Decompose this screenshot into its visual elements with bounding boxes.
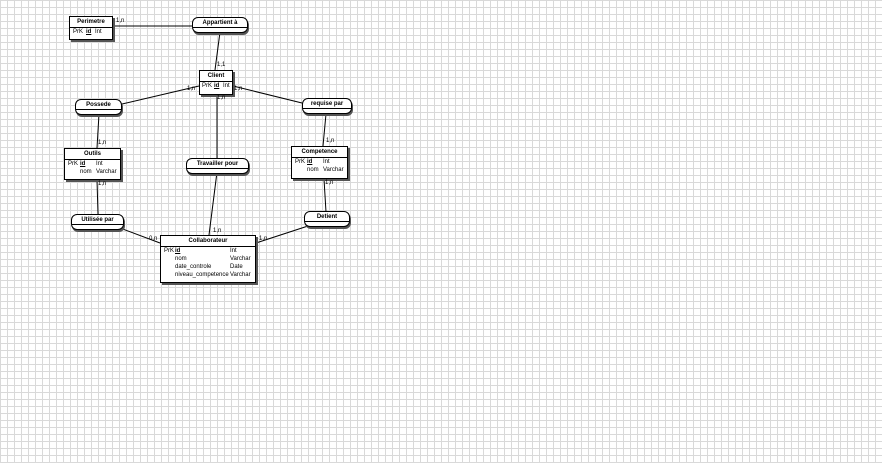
link-requise-competence bbox=[322, 113, 327, 147]
attribute-key: PrK bbox=[68, 161, 79, 167]
link-possede-outils bbox=[96, 113, 100, 149]
attribute-key: PrK bbox=[202, 83, 213, 89]
entity-title: Client bbox=[200, 71, 232, 82]
association-possede[interactable]: Possede bbox=[75, 99, 122, 115]
attribute-name: id bbox=[86, 29, 92, 35]
attribute-row: PrK id Int bbox=[292, 158, 347, 166]
association-divider bbox=[72, 224, 123, 225]
association-label: Detient bbox=[316, 214, 338, 220]
attribute-row: nom Varchar bbox=[161, 255, 255, 263]
cardinality-label: 0,n bbox=[149, 236, 158, 242]
entity-client[interactable]: Client PrK id Int bbox=[199, 70, 233, 95]
entity-collaborateur[interactable]: Collaborateur PrK id Int nom Varchar dat… bbox=[160, 235, 256, 283]
association-requise[interactable]: requise par bbox=[302, 98, 352, 114]
attribute-name: niveau_competence bbox=[175, 272, 229, 278]
cardinality-label: 1,n bbox=[326, 138, 335, 144]
association-label: Appartient à bbox=[202, 20, 238, 26]
attribute-row: PrK id Int bbox=[161, 247, 255, 255]
entity-outils[interactable]: Outils PrK id Int nom Varchar bbox=[64, 148, 121, 180]
attribute-type: Int bbox=[323, 159, 330, 165]
attribute-row: PrK id Int bbox=[65, 160, 120, 168]
entity-competence[interactable]: Competence PrK id Int nom Varchar bbox=[291, 146, 348, 179]
attribute-key: PrK bbox=[164, 248, 175, 254]
cardinality-label: 1,n bbox=[217, 95, 226, 101]
attribute-type: Varchar bbox=[323, 167, 344, 173]
attribute-key: PrK bbox=[73, 29, 84, 35]
association-label: requise par bbox=[310, 101, 344, 107]
attribute-name: date_controle bbox=[175, 264, 212, 270]
cardinality-label: 1,n bbox=[259, 236, 268, 242]
attribute-type: Int bbox=[95, 29, 102, 35]
link-competence-detient bbox=[323, 178, 327, 213]
cardinality-label: 1,n bbox=[213, 228, 222, 234]
entity-title: Collaborateur bbox=[161, 236, 255, 247]
association-travailler[interactable]: Travailler pour bbox=[186, 158, 249, 174]
link-appartient-client bbox=[214, 31, 221, 71]
association-utilisee[interactable]: Utilisée par bbox=[71, 214, 124, 230]
attribute-row: date_controle Date bbox=[161, 263, 255, 271]
attribute-name: id bbox=[214, 83, 220, 89]
link-client-possede bbox=[121, 85, 200, 105]
link-travailler-collab bbox=[208, 171, 218, 236]
attribute-row: nom Varchar bbox=[65, 168, 120, 176]
attribute-type: Int bbox=[223, 83, 230, 89]
attribute-type: Varchar bbox=[230, 256, 251, 262]
attribute-type: Int bbox=[230, 248, 237, 254]
attribute-row: PrK id Int bbox=[200, 82, 232, 90]
attribute-name: nom bbox=[175, 256, 187, 262]
link-detient-collab bbox=[255, 225, 309, 244]
cardinality-label: 1,n bbox=[234, 86, 243, 92]
cardinality-label: 1,1 bbox=[217, 62, 226, 68]
link-outils-utilisee bbox=[96, 179, 99, 215]
attribute-type: Varchar bbox=[96, 169, 117, 175]
link-client-requise bbox=[232, 85, 303, 104]
attribute-key: PrK bbox=[295, 159, 306, 165]
entity-title: Outils bbox=[65, 149, 120, 160]
attribute-type: Int bbox=[96, 161, 103, 167]
cardinality-label: 1,n bbox=[98, 181, 107, 187]
cardinality-label: 1,n bbox=[325, 180, 334, 186]
cardinality-label: 1,n bbox=[116, 18, 125, 24]
link-utilisee-collab bbox=[119, 227, 161, 244]
association-divider bbox=[187, 168, 248, 169]
entity-title: Perimetre bbox=[70, 17, 112, 28]
association-label: Utilisée par bbox=[81, 217, 114, 223]
attribute-type: Varchar bbox=[230, 272, 251, 278]
attribute-name: id bbox=[175, 248, 181, 254]
association-label: Travailler pour bbox=[196, 161, 239, 167]
attribute-name: nom bbox=[80, 169, 92, 175]
association-divider bbox=[193, 27, 247, 28]
attribute-row: niveau_competence Varchar bbox=[161, 271, 255, 279]
association-appartient[interactable]: Appartient à bbox=[192, 17, 248, 33]
association-label: Possede bbox=[86, 102, 111, 108]
cardinality-label: 1,n bbox=[98, 140, 107, 146]
attribute-name: nom bbox=[307, 167, 319, 173]
entity-title: Competence bbox=[292, 147, 347, 158]
association-divider bbox=[303, 108, 351, 109]
association-divider bbox=[305, 221, 349, 222]
attribute-row: nom Varchar bbox=[292, 166, 347, 174]
attribute-row: PrK id Int bbox=[70, 28, 112, 36]
association-divider bbox=[76, 109, 121, 110]
association-detient[interactable]: Detient bbox=[304, 211, 350, 227]
entity-perimetre[interactable]: Perimetre PrK id Int bbox=[69, 16, 113, 40]
attribute-name: id bbox=[307, 159, 313, 165]
cardinality-label: 1,n bbox=[187, 86, 196, 92]
attribute-name: id bbox=[80, 161, 86, 167]
attribute-type: Date bbox=[230, 264, 243, 270]
